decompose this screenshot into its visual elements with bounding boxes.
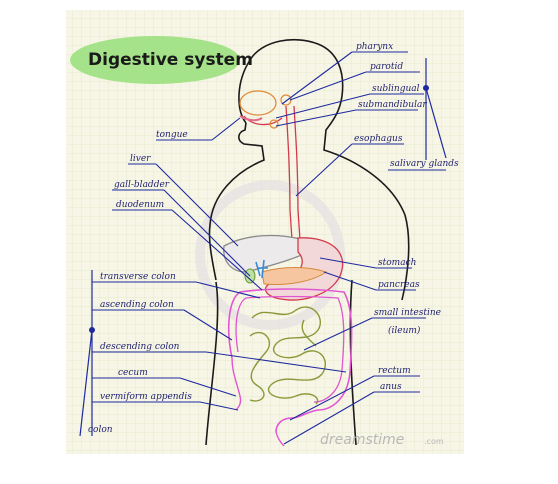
leader-duodenum: [112, 209, 263, 291]
label-salivary-glands: salivary glands: [390, 159, 459, 169]
leader-cecum: [92, 377, 237, 397]
label-ileum: (ileum): [388, 325, 421, 336]
label-liver: liver: [130, 154, 151, 164]
label-esophagus: esophagus: [354, 134, 403, 144]
head-neck-right-outline: [238, 38, 410, 301]
large-intestine-outer: [227, 288, 353, 433]
leader-submandibular: [275, 109, 418, 127]
leader-gall-bladder: [112, 189, 251, 277]
leader-pancreas: [323, 271, 416, 291]
label-ascending-colon: ascending colon: [100, 300, 174, 310]
oral-cavity: [239, 90, 292, 129]
liver-shape: [223, 234, 322, 273]
leader-tongue: [156, 117, 241, 141]
leader-liver: [128, 163, 239, 247]
label-vermiform-appendix: vermiform appendis: [100, 392, 192, 402]
torso-left-outline: [205, 281, 219, 446]
leader-lines: [92, 51, 446, 445]
leader-appendix: [92, 401, 239, 411]
label-sublingual: sublingual: [372, 84, 420, 94]
leader-anus: [283, 391, 420, 445]
title: Digestive system: [88, 50, 253, 70]
leader-parotid: [289, 71, 420, 101]
label-colon: colon: [88, 425, 113, 435]
submandibular-gland: [269, 119, 279, 129]
leader-pharynx: [281, 51, 408, 105]
label-duodenum: duodenum: [116, 200, 164, 210]
leader-transverse-colon: [92, 281, 261, 299]
label-pancreas: pancreas: [378, 280, 420, 290]
leader-stomach: [319, 257, 412, 269]
esophagus-left-wall: [285, 105, 293, 241]
tongue-shape: [239, 115, 263, 122]
head-neck-left-outline: [208, 122, 265, 281]
label-parotid: parotid: [370, 62, 403, 72]
label-cecum: cecum: [118, 368, 148, 378]
label-anus: anus: [380, 382, 402, 392]
leader-sublingual: [275, 93, 424, 119]
leader-rectum: [289, 375, 420, 421]
watermark-suffix: .com: [424, 437, 444, 446]
bile-ducts: [255, 259, 268, 279]
salivary-bracket-leader: [425, 87, 447, 159]
watermark-brand: dreamstime: [320, 432, 404, 448]
leader-esophagus: [295, 143, 404, 197]
label-gall-bladder: gall-bladder: [114, 180, 170, 190]
label-tongue: tongue: [156, 130, 188, 140]
label-descending-colon: descending colon: [100, 342, 180, 352]
label-small-intestine: small intestine: [374, 308, 441, 318]
label-rectum: rectum: [378, 366, 411, 376]
colon-bracket-leader: [79, 329, 93, 437]
leader-small-intestine: [303, 317, 426, 351]
cecum-appendix: [231, 357, 242, 411]
leader-ascending-colon: [92, 309, 233, 341]
esophagus-right-wall: [293, 105, 301, 241]
small-intestine-coils: [249, 306, 327, 405]
pancreas-shape: [261, 267, 328, 285]
title-highlight: [70, 36, 240, 84]
large-intestine-inner: [235, 295, 345, 403]
label-pharynx: pharynx: [356, 42, 393, 52]
paper-grid: [66, 10, 464, 454]
rectum-shape: [275, 431, 285, 447]
label-transverse-colon: transverse colon: [100, 272, 176, 282]
label-stomach: stomach: [378, 258, 416, 268]
label-submandibular: submandibular: [358, 100, 427, 110]
leader-descending-colon: [92, 351, 347, 373]
